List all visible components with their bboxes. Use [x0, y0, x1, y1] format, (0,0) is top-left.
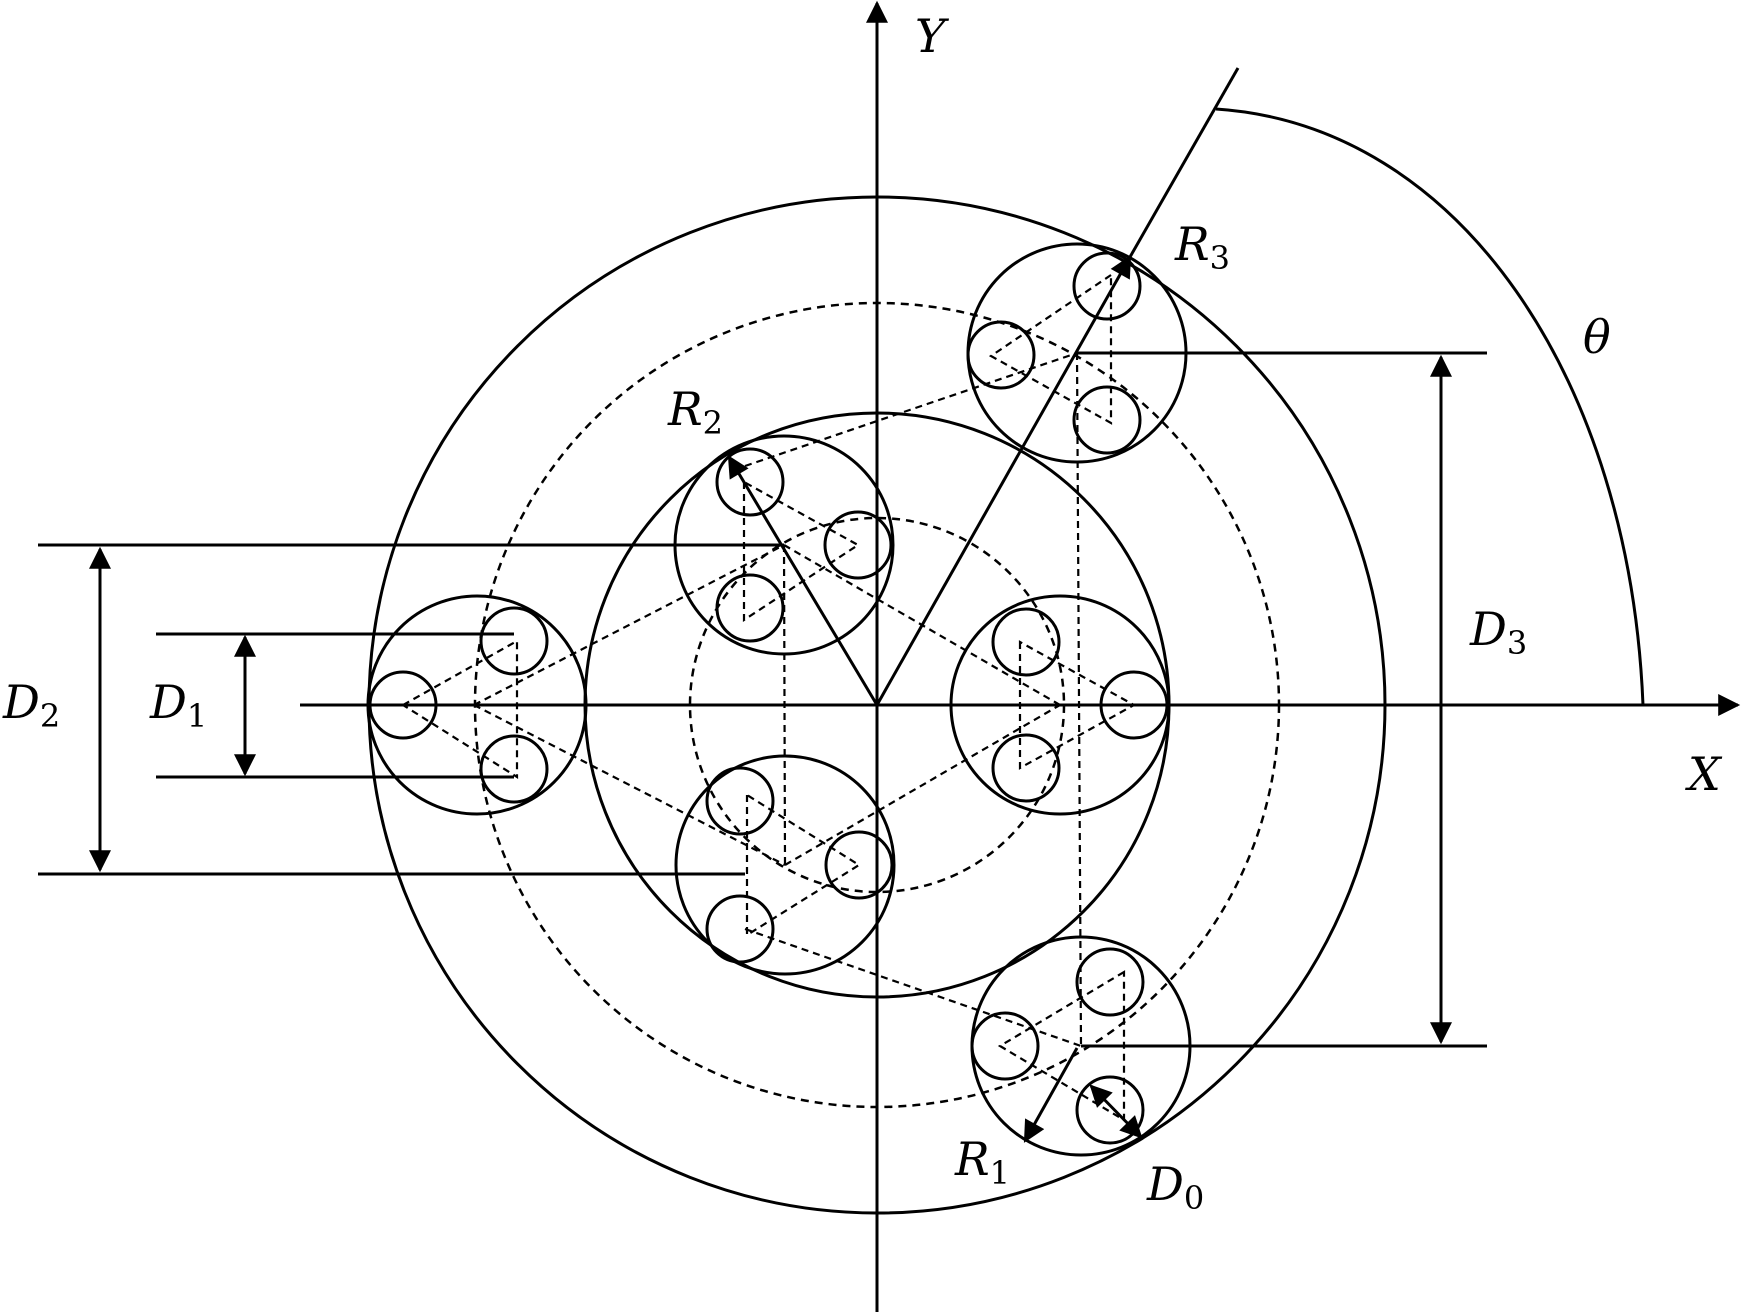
x-axis-label: X [1685, 747, 1723, 801]
wire-circle [823, 510, 893, 580]
wire-circle [368, 670, 438, 740]
r1-vector [1023, 1047, 1079, 1143]
wire-triangle [742, 480, 861, 623]
d0-label: D0 [1146, 1157, 1204, 1217]
wire-circle [705, 894, 775, 964]
d2-label: D2 [2, 675, 60, 735]
wire-circle [970, 1011, 1040, 1081]
wire-triangle [988, 272, 1113, 425]
wire-triangle [1018, 640, 1137, 770]
strand-2-lower-left [674, 754, 896, 976]
d1-label: D1 [149, 675, 207, 735]
construction-line [1075, 352, 1083, 1047]
strand-circle [949, 594, 1171, 816]
strand-circle [674, 754, 896, 976]
dimension-lines [38, 351, 1487, 1048]
wire-circle [1072, 251, 1142, 321]
radius-vectors [727, 67, 1645, 1143]
wire-circle [479, 734, 549, 804]
wire-triangle [400, 639, 519, 779]
labels: Y X θ R3 R2 R1 D0 D1 D2 D3 [2, 9, 1723, 1217]
wire-circle [715, 573, 785, 643]
construction-line [473, 544, 785, 706]
r1-label: R1 [954, 1132, 1010, 1192]
strand-3-left [366, 594, 588, 816]
construction-line [744, 351, 1078, 468]
strand-circle [366, 594, 588, 816]
wire-circle [1075, 947, 1145, 1017]
wire-circle [1099, 670, 1169, 740]
wire-circle [479, 606, 549, 676]
wire-circle [824, 830, 894, 900]
r2-label: R2 [667, 382, 723, 442]
y-axis-label: Y [915, 9, 950, 63]
r3-vector [875, 255, 1132, 706]
construction-line [473, 704, 786, 866]
d3-label: D3 [1469, 602, 1527, 662]
strand-2-right [949, 594, 1171, 816]
r2-vector [727, 455, 879, 706]
construction-line [744, 927, 1082, 1048]
theta-arc [1215, 107, 1645, 706]
wire-circle [1075, 1075, 1145, 1145]
angle-ray [1128, 67, 1240, 258]
wire-circle [1072, 385, 1142, 455]
construction-line [782, 544, 787, 866]
wire-circle [705, 766, 775, 836]
wire-triangle [745, 793, 862, 937]
wire-circle [991, 607, 1061, 677]
r3-label: R3 [1174, 217, 1230, 277]
construction-line [784, 704, 1061, 866]
inner-dashed-pitch-circle [688, 516, 1066, 894]
wire-circle [991, 733, 1061, 803]
d0-dimension [1089, 1084, 1143, 1139]
construction-lines [473, 351, 1083, 1048]
theta-label: θ [1583, 310, 1611, 364]
wire-circle [966, 320, 1036, 390]
wire-circle [715, 447, 785, 517]
